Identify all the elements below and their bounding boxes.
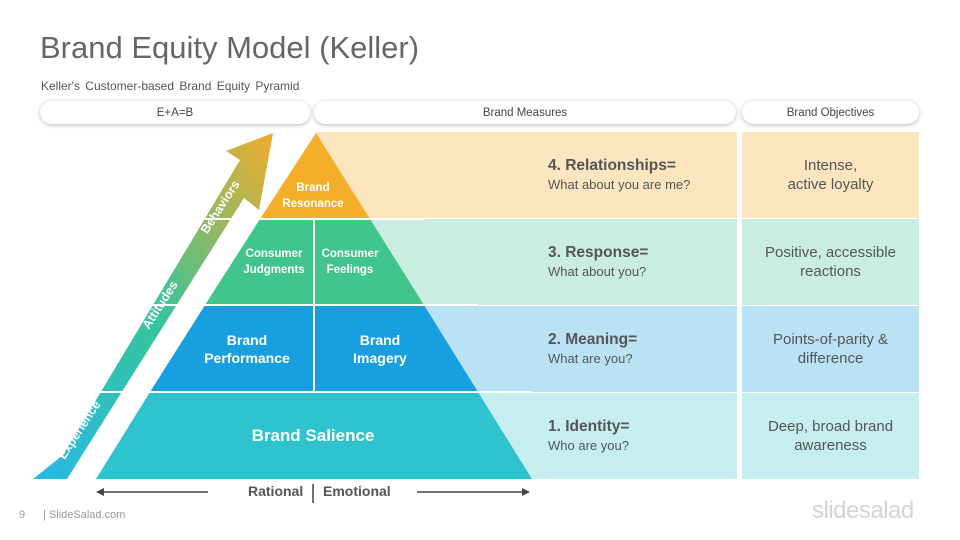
header-eab: E+A=B [40,101,310,124]
measure-question: What about you are me? [548,177,691,192]
measure-response: 3. Response= What about you? [548,244,733,279]
objective-text-line1: Deep, broad brand [767,418,894,435]
objective-text-line1: Intense, [803,157,858,174]
objective-response: Positive, accessible reactions [742,219,919,305]
footer-site-link: | SlideSalad.com [43,509,126,521]
header-brand-objectives: Brand Objectives [742,101,919,124]
header-brand-measures: Brand Measures [314,101,736,124]
page-number: 9 [19,509,26,521]
objective-text-line1: Positive, accessible [765,244,896,261]
tier-identity [96,392,532,479]
measure-heading: 3. Response= [548,244,649,261]
measure-heading: 4. Relationships= [548,157,676,174]
measure-identity: 1. Identity= Who are you? [548,418,733,453]
label-rational: Rational [248,483,304,499]
objective-text-line2: active loyalty [787,176,874,193]
emotional-arrowhead [522,488,530,496]
objective-relationships: Intense, active loyalty [742,132,919,218]
rational-arrowhead [96,488,104,496]
objective-meaning: Points-of-parity & difference [742,306,919,392]
measure-question: Who are you? [548,438,629,453]
page-title: Brand Equity Model (Keller) [40,30,420,65]
measure-question: What are you? [548,351,633,366]
band-relationships [316,132,737,218]
label-brand-resonance: Brand Resonance [282,182,344,210]
objective-text-line2: awareness [794,437,867,454]
measure-heading: 2. Meaning= [548,331,638,348]
label-consumer-feelings: Consumer Feelings [321,248,379,276]
objective-text-line2: reactions [800,263,861,280]
measure-heading: 1. Identity= [548,418,630,435]
label-consumer-judgments: Consumer Judgments [243,248,305,276]
measure-question: What about you? [548,264,647,279]
objective-text-line1: Points-of-parity & [772,331,889,348]
objective-text-line2: difference [797,350,864,367]
label-brand-salience: Brand Salience [251,426,375,445]
measure-relationships: 4. Relationships= What about you are me? [548,157,733,192]
slidesalad-logo: slidesalad [812,497,914,524]
tier-resonance [260,133,370,219]
label-emotional: Emotional [323,483,391,499]
objective-identity: Deep, broad brand awareness [742,393,919,479]
label-brand-imagery: Brand Imagery [353,332,407,366]
label-brand-performance: Brand Performance [204,332,290,366]
measure-meaning: 2. Meaning= What are you? [548,331,733,366]
page-subtitle: Keller's Customer-based Brand Equity Pyr… [41,79,300,93]
